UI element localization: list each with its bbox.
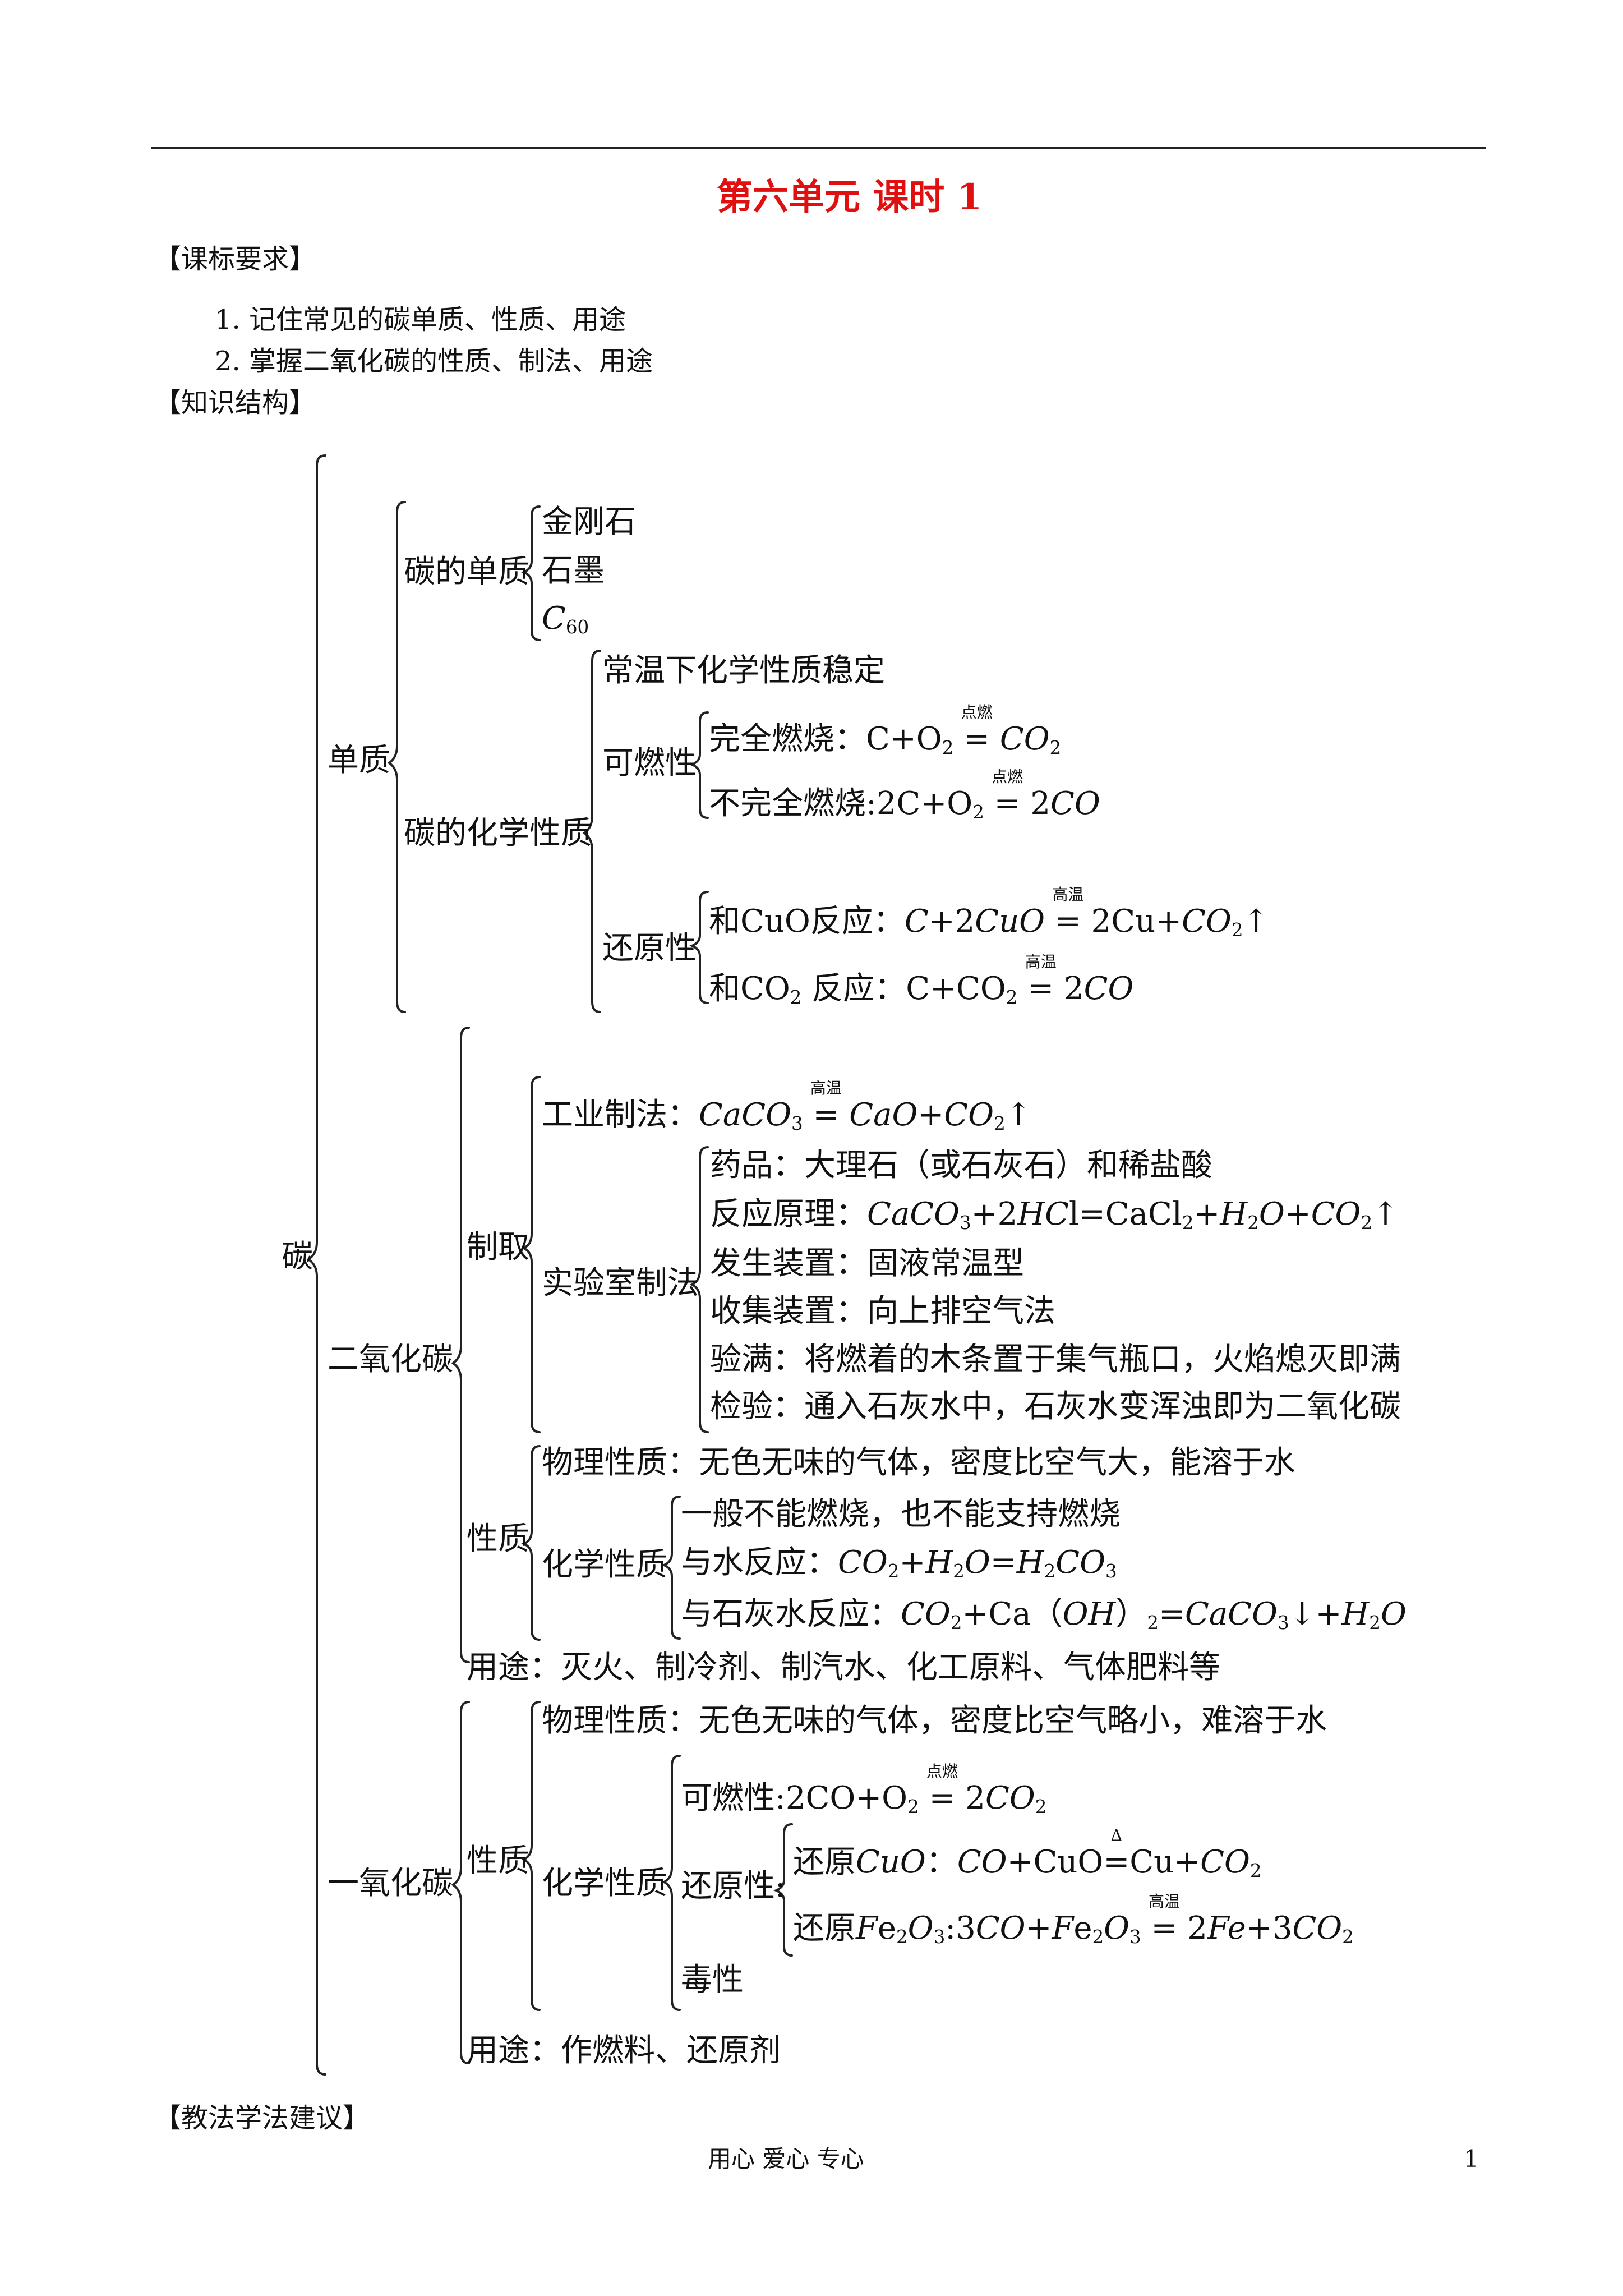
co2-no-burn: 一般不能燃烧，也不能支持燃烧: [681, 1496, 1121, 1533]
leaf-graphite: 石墨: [542, 553, 605, 589]
brace-co2: [451, 1027, 470, 1663]
lab-reagents: 药品：大理石（或石灰石）和稀盐酸: [710, 1147, 1212, 1184]
co-physical: 物理性质：无色无味的气体，密度比空气略小，难溶于水: [542, 1703, 1327, 1739]
eq-c-co2: 和CO2 反应：C+CO2 高温= 2CO: [709, 953, 1134, 1009]
eq-lab-principle: 反应原理：CaCO3+2HCl=CaCl2+H2O+CO2↑: [710, 1196, 1399, 1234]
eq-co2-water: 与水反应：CO2+H2O=H2CO3: [681, 1544, 1117, 1582]
page-footer: 用心 爱心 专心: [708, 2145, 864, 2173]
node-co-chem: 化学性质: [542, 1865, 667, 1902]
brace-co2-chem: [661, 1496, 681, 1640]
section-heading-structure: 【知识结构】: [154, 387, 316, 418]
co2-uses: 用途：灭火、制冷剂、制汽水、化工原料、气体肥料等: [467, 1649, 1220, 1686]
tree-root-carbon: 碳: [282, 1239, 313, 1275]
node-lab-prep: 实验室制法: [542, 1265, 699, 1301]
eq-c-cuo: 和CuO反应：C+2CuO 高温= 2Cu+CO2↑: [709, 885, 1270, 941]
node-carbon-chem: 碳的化学性质: [404, 815, 592, 852]
lab-full-test: 验满：将燃着的木条置于集气瓶口，火焰熄灭即满: [710, 1341, 1401, 1378]
brace-carbon-chem: [582, 650, 601, 1013]
eq-co-fe2o3: 还原Fe2O3:3CO+Fe2O3 高温= 2Fe+3CO2: [793, 1892, 1354, 1948]
lab-apparatus: 发生装置：固液常温型: [710, 1245, 1024, 1282]
lab-identify: 检验：通入石灰水中，石灰水变浑浊即为二氧化碳: [710, 1388, 1401, 1425]
header-rule: [151, 147, 1486, 149]
brace-co-props: [521, 1701, 541, 2011]
node-co2-prep: 制取: [467, 1229, 529, 1266]
requirement-item-2: 2. 掌握二氧化碳的性质、制法、用途: [215, 346, 653, 377]
brace-co2-props: [520, 1445, 541, 1641]
co-toxic: 毒性: [681, 1962, 744, 1998]
co-uses: 用途：作燃料、还原剂: [467, 2032, 781, 2069]
brace-co-reducing: [773, 1823, 793, 1957]
requirement-item-1: 1. 记住常见的碳单质、性质、用途: [215, 304, 626, 335]
branch-co: 一氧化碳: [328, 1865, 453, 1902]
eq-co2-limewater: 与石灰水反应：CO2+Ca（OH）2=CaCO3↓+H2O: [681, 1596, 1407, 1634]
eq-co-combustion: 可燃性:2CO+O2 点燃= 2CO2: [681, 1762, 1047, 1818]
brace-co: [451, 1701, 470, 2064]
brace-reducing: [689, 891, 709, 1004]
node-co2-props: 性质: [467, 1521, 529, 1557]
co2-physical: 物理性质：无色无味的气体，密度比空气大，能溶于水: [542, 1444, 1295, 1481]
eq-complete-combustion: 完全燃烧：C+O2 点燃= CO2: [709, 703, 1062, 759]
branch-co2: 二氧化碳: [328, 1341, 453, 1378]
brace-lab: [689, 1146, 709, 1433]
section-heading-advice: 【教法学法建议】: [154, 2102, 370, 2134]
node-reducing: 还原性: [602, 930, 697, 967]
node-carbon-forms: 碳的单质: [404, 554, 529, 590]
leaf-c60: C60: [542, 600, 589, 638]
node-co-reducing: 还原性:: [681, 1868, 786, 1904]
node-co-props: 性质: [467, 1843, 529, 1879]
page-title: 第六单元 课时 1: [717, 176, 983, 218]
node-combustible: 可燃性: [602, 745, 697, 781]
branch-elemental: 单质: [328, 742, 390, 779]
brace-prep: [521, 1076, 541, 1433]
eq-incomplete-combustion: 不完全燃烧:2C+O2 点燃= 2CO: [709, 767, 1100, 823]
brace-elemental: [387, 501, 406, 1013]
leaf-diamond: 金刚石: [542, 504, 636, 540]
eq-industrial: 工业制法：CaCO3 高温= CaO+CO2↑: [542, 1079, 1032, 1135]
leaf-stable: 常温下化学性质稳定: [602, 652, 885, 689]
section-heading-requirements: 【课标要求】: [154, 243, 316, 275]
brace-combustible: [689, 711, 709, 819]
brace-co-chem: [661, 1755, 681, 2011]
brace-root: [306, 454, 326, 2076]
node-co2-chem: 化学性质: [542, 1547, 667, 1583]
lab-collection: 收集装置：向上排空气法: [710, 1293, 1055, 1329]
page-number: 1: [1464, 2145, 1479, 2173]
brace-carbon-forms: [520, 505, 541, 641]
